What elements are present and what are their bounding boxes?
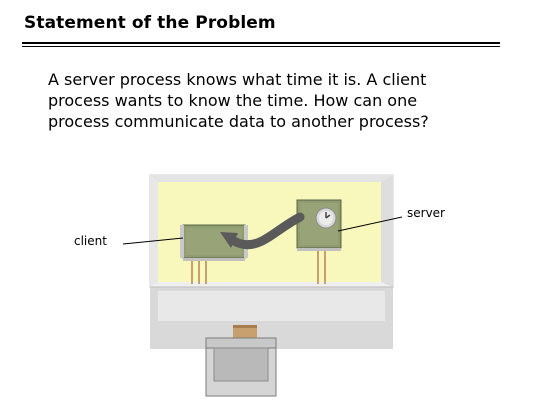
statement-line-1: A server process knows what time it is. … — [48, 70, 427, 89]
data-transfer-arrow — [220, 212, 305, 250]
title-rule-thin — [22, 46, 500, 47]
slide-title: Statement of the Problem — [24, 13, 276, 33]
client-label: client — [74, 234, 107, 248]
base-device — [205, 325, 277, 397]
statement-line-3: process communicate data to another proc… — [48, 112, 429, 131]
statement-line-2: process wants to know the time. How can … — [48, 91, 418, 110]
server-leader-line — [337, 216, 403, 232]
clock-icon — [315, 207, 337, 229]
problem-statement: A server process knows what time it is. … — [48, 69, 518, 132]
client-leader-line — [122, 237, 184, 245]
title-rule-thick — [22, 42, 500, 44]
server-label: server — [407, 206, 445, 220]
